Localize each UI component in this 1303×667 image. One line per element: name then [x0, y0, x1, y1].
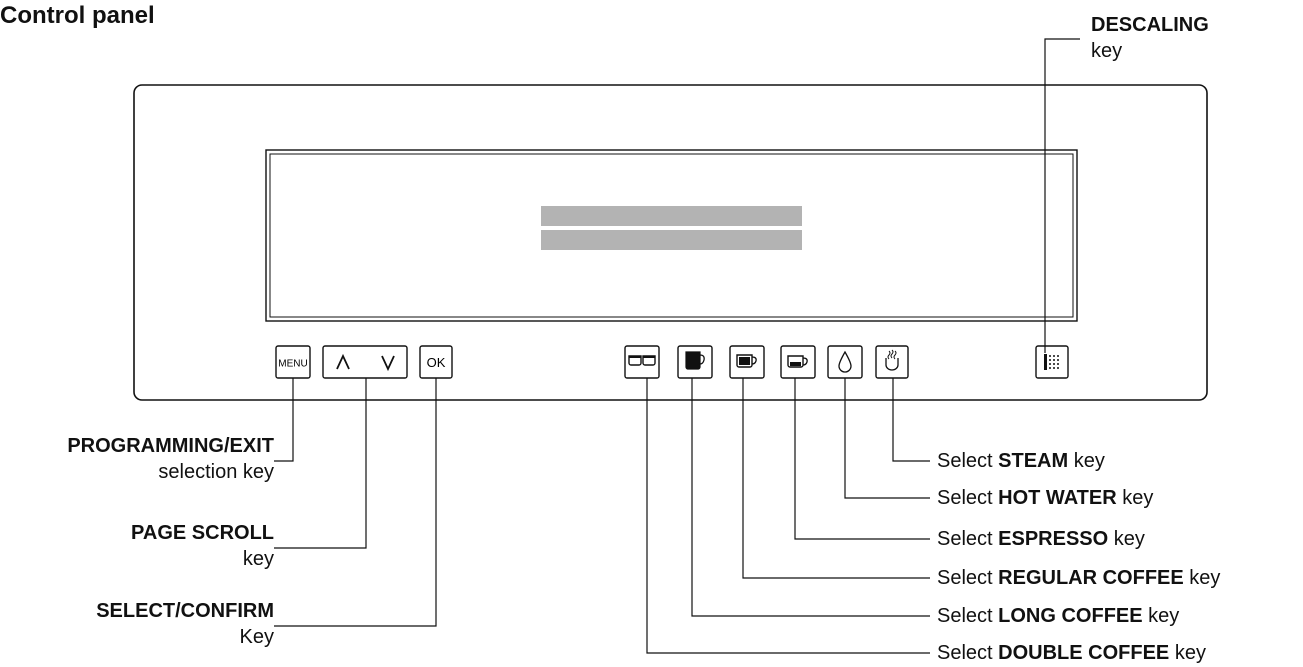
select-confirm-leader	[274, 378, 437, 627]
menu-button[interactable]: MENU	[275, 345, 311, 379]
long-coffee-button[interactable]	[677, 345, 713, 379]
descaling-leader	[1044, 38, 1080, 353]
double-coffee-callout: Select DOUBLE COFFEE key	[937, 640, 1206, 666]
scroll-down-icon[interactable]	[381, 355, 395, 372]
espresso-callout-post: key	[1108, 528, 1145, 550]
regular-coffee-callout-pre: Select	[937, 567, 999, 589]
hot-water-button[interactable]	[827, 345, 863, 379]
double-coffee-callout-pre: Select	[937, 642, 999, 664]
display-line-2	[541, 230, 802, 250]
descaling-callout-bold: DESCALING	[1091, 14, 1209, 36]
hot-water-callout: Select HOT WATER key	[937, 485, 1153, 511]
select-confirm-callout-bold: SELECT/CONFIRM	[96, 600, 274, 622]
programming-leader	[274, 378, 294, 462]
water-drop-icon	[838, 350, 852, 373]
long-coffee-callout-bold: LONG COFFEE	[998, 605, 1143, 627]
descaling-callout-line2: key	[1091, 40, 1123, 62]
regular-cup-icon	[736, 354, 757, 368]
descaling-icon	[1044, 354, 1059, 370]
double-coffee-leader	[646, 378, 930, 654]
hot-water-leader	[844, 378, 930, 499]
steam-leader	[892, 378, 930, 462]
page-scroll-callout: PAGE SCROLL key	[131, 520, 274, 572]
programming-callout: PROGRAMMING/EXIT selection key	[67, 433, 274, 485]
steam-callout: Select STEAM key	[937, 448, 1105, 474]
select-confirm-callout-line2: Key	[239, 626, 274, 648]
regular-coffee-leader	[742, 378, 930, 579]
page-scroll-leader	[274, 378, 367, 549]
steam-callout-bold: STEAM	[998, 450, 1069, 472]
long-coffee-callout-pre: Select	[937, 605, 999, 627]
long-coffee-callout-post: key	[1142, 605, 1180, 627]
double-coffee-callout-bold: DOUBLE COFFEE	[998, 642, 1170, 664]
hot-water-callout-bold: HOT WATER	[998, 487, 1117, 509]
espresso-button[interactable]	[780, 345, 816, 379]
ok-button-label: OK	[427, 355, 446, 370]
display-window-inner	[269, 153, 1074, 318]
double-cup-icon	[628, 355, 656, 366]
long-cup-icon	[685, 351, 705, 370]
espresso-callout-bold: ESPRESSO	[998, 528, 1109, 550]
control-panel-frame	[133, 84, 1208, 401]
regular-coffee-callout-bold: REGULAR COFFEE	[998, 567, 1184, 589]
double-coffee-button[interactable]	[624, 345, 660, 379]
programming-callout-bold: PROGRAMMING/EXIT	[67, 435, 274, 457]
espresso-callout: Select ESPRESSO key	[937, 526, 1145, 552]
espresso-callout-pre: Select	[937, 528, 999, 550]
ok-button[interactable]: OK	[419, 345, 453, 379]
steam-callout-post: key	[1068, 450, 1105, 472]
leader-lines	[274, 38, 1080, 654]
page-scroll-button[interactable]	[322, 345, 408, 379]
regular-coffee-button[interactable]	[729, 345, 765, 379]
display-line-1	[541, 206, 802, 226]
long-coffee-callout: Select LONG COFFEE key	[937, 603, 1179, 629]
regular-coffee-callout: Select REGULAR COFFEE key	[937, 565, 1220, 591]
page-title: Control panel	[0, 2, 155, 29]
espresso-cup-icon	[787, 355, 808, 368]
descaling-callout: DESCALING key	[1091, 12, 1209, 64]
steam-callout-pre: Select	[937, 450, 999, 472]
steam-button[interactable]	[875, 345, 909, 379]
regular-coffee-callout-post: key	[1183, 567, 1221, 589]
page-scroll-callout-line2: key	[242, 548, 274, 570]
menu-button-label: MENU	[278, 359, 307, 370]
hot-water-callout-post: key	[1116, 487, 1154, 509]
page-scroll-callout-bold: PAGE SCROLL	[131, 522, 274, 544]
steam-icon	[885, 349, 899, 371]
hot-water-callout-pre: Select	[937, 487, 999, 509]
double-coffee-callout-post: key	[1169, 642, 1206, 664]
long-coffee-leader	[691, 378, 930, 617]
descaling-button[interactable]	[1035, 345, 1069, 379]
select-confirm-callout: SELECT/CONFIRM Key	[96, 598, 274, 650]
scroll-up-icon[interactable]	[336, 353, 350, 370]
programming-callout-line2: selection key	[158, 461, 274, 483]
espresso-leader	[794, 378, 930, 540]
display-window-outer	[265, 149, 1078, 322]
